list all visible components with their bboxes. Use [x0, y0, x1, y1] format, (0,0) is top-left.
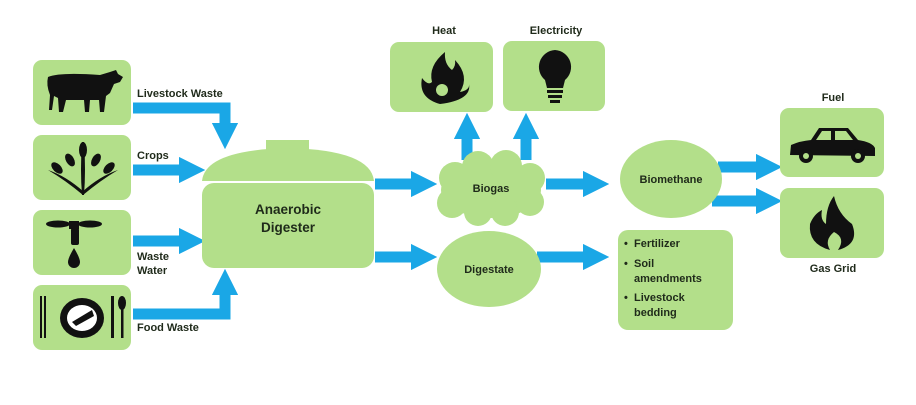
livestock-arrow [133, 102, 239, 150]
food-waste-arrow [133, 268, 239, 320]
digestate-products-box [618, 230, 733, 330]
biomethane-ellipse [620, 140, 722, 218]
wheat-icon [48, 142, 118, 195]
biogas-cloud: Biogas [437, 150, 545, 226]
product-fertilizer: Fertilizer [634, 238, 681, 250]
digester-label-line1: Anaerobic [255, 202, 322, 217]
gas-grid-label: Gas Grid [810, 263, 856, 275]
product-livestock-line2: bedding [634, 307, 677, 319]
digestate-label: Digestate [464, 264, 514, 276]
fuel-label: Fuel [822, 92, 845, 104]
bullet: • [624, 292, 628, 304]
product-livestock-line1: Livestock [634, 292, 686, 304]
bullet: • [624, 258, 628, 270]
product-soil-line1: Soil [634, 258, 654, 270]
cow-icon [47, 70, 124, 112]
product-soil-line2: amendments [634, 273, 702, 285]
biogas-label: Biogas [473, 183, 510, 195]
faucet-drop-icon [46, 220, 102, 268]
flame-icon [421, 52, 470, 104]
livestock-waste-label: Livestock Waste [137, 88, 223, 100]
food-waste-label: Food Waste [137, 322, 199, 334]
anaerobic-digester: Anaerobic Digester [202, 140, 374, 268]
digestate-ellipse [437, 231, 541, 307]
heat-label: Heat [432, 25, 456, 37]
input-arrows [133, 102, 239, 320]
electricity-label: Electricity [530, 25, 583, 37]
waste-water-label-line1: Waste [137, 251, 169, 263]
lightbulb-icon [538, 50, 572, 103]
biomethane-label: Biomethane [640, 174, 703, 186]
crops-label: Crops [137, 150, 169, 162]
digestate-products-list: • Fertilizer • Soil amendments • Livesto… [624, 238, 702, 319]
digester-label-line2: Digester [261, 220, 316, 235]
car-icon [790, 128, 875, 163]
gas-flame-icon [809, 196, 855, 250]
plate-fishbone-icon [40, 296, 126, 338]
waste-water-box [33, 210, 131, 275]
bullet: • [624, 238, 628, 250]
waste-water-label-line2: Water [137, 265, 168, 277]
